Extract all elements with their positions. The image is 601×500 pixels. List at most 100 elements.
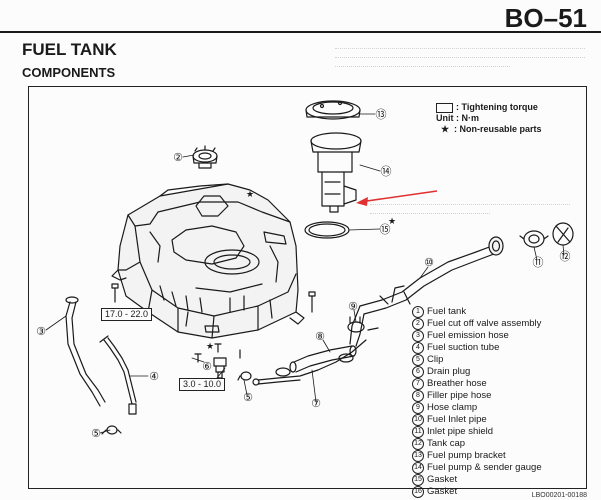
bleed-through-text (335, 44, 585, 84)
red-arrow-annotation (356, 190, 438, 206)
callout-8: ⑧ (315, 331, 325, 343)
torque-box-symbol (436, 102, 453, 113)
star-mark-2: ★ (246, 189, 254, 199)
callout-5a: ⑤ (91, 428, 101, 440)
part-number: 16 (412, 486, 424, 498)
star-mark-1: ★ (206, 341, 214, 351)
part-label: Fuel suction tube (427, 342, 500, 354)
inlet-shield-drawing (519, 230, 549, 248)
legend-star-label: : Non-reusable parts (454, 124, 542, 134)
document-code: LBO00201-00188 (531, 492, 587, 499)
part-label: Breather hose (427, 378, 487, 390)
callout-2: ② (173, 152, 183, 164)
fuel-tank-drawing (111, 183, 305, 339)
drain-plug-drawing (213, 357, 227, 379)
legend-unit-value: : N·m (456, 113, 479, 123)
callout-13: ⑬ (376, 108, 387, 121)
suction-tube-drawing (99, 335, 137, 415)
emission-hose-drawing (65, 296, 106, 407)
diagram-frame (28, 86, 587, 489)
cut-off-valve-drawing (192, 145, 218, 169)
callout-5b: ⑤ (243, 392, 253, 404)
legend-unit-key: Unit (436, 113, 454, 123)
legend-unit-row: Unit : N·m (436, 113, 542, 124)
inlet-pipe-drawing (349, 236, 504, 347)
callout-6: ⑥ (202, 361, 212, 373)
bleed-through-text-2 (370, 200, 570, 220)
section-title: FUEL TANK (22, 40, 117, 59)
part-number: 11 (412, 426, 424, 438)
part-number: 7 (412, 378, 424, 390)
part-number: 12 (412, 438, 424, 450)
part-number: 5 (412, 354, 424, 366)
header-rule (0, 31, 601, 33)
callout-4: ④ (149, 371, 159, 383)
legend-torque-row: : Tightening torque (436, 102, 542, 113)
callout-14: ⑭ (381, 165, 392, 178)
star-icon: ★ (440, 124, 450, 134)
callout-11: ⑪ (533, 256, 544, 269)
clip-drawing (101, 371, 252, 435)
page-number: BO–51 (504, 3, 587, 33)
part-label: Inlet pipe shield (427, 426, 494, 438)
callout-15: ⑮ (380, 223, 391, 236)
part-number: 15 (412, 474, 424, 486)
part-label: Fuel cut off valve assembly (427, 318, 542, 330)
part-label: Fuel Inlet pipe (427, 414, 487, 426)
callout-3: ③ (36, 326, 46, 338)
part-label: Hose clamp (427, 402, 478, 414)
part-label: Fuel tank (427, 306, 467, 318)
bolt-drawings (111, 283, 316, 363)
part-label: Fuel emission hose (427, 330, 509, 342)
part-label: Fuel pump bracket (427, 450, 506, 462)
leader-lines (45, 113, 565, 434)
part-number: 13 (412, 450, 424, 462)
callout-7: ⑦ (311, 398, 321, 410)
callout-12: ⑫ (560, 250, 571, 263)
star-mark-3: ★ (388, 216, 396, 226)
breather-hose-drawing (252, 339, 367, 386)
part-label: Gasket (427, 474, 458, 486)
fuel-pump-drawing (310, 132, 362, 213)
part-number: 4 (412, 342, 424, 354)
part-number: 2 (412, 318, 424, 330)
torque-spec-drain-plug: 3.0 - 10.0 (179, 378, 226, 391)
legend-star-row: ★ : Non-reusable parts (436, 124, 542, 135)
part-number: 8 (412, 390, 424, 402)
pump-bracket-drawing (305, 100, 361, 120)
callout-10: ⑩ (424, 257, 434, 269)
legend-torque-label: : Tightening torque (456, 102, 538, 112)
part-label: Tank cap (427, 438, 466, 450)
torque-spec-tank-bolts: 17.0 - 22.0 (101, 308, 153, 321)
part-number: 3 (412, 330, 424, 342)
part-label: Drain plug (427, 366, 471, 378)
section-subtitle: COMPONENTS (22, 65, 116, 80)
legend: : Tightening torque Unit : N·m ★ : Non-r… (436, 102, 542, 135)
part-label: Fuel pump & sender gauge (427, 462, 542, 474)
part-number: 9 (412, 402, 424, 414)
part-number: 14 (412, 462, 424, 474)
tank-cap-drawing (552, 222, 574, 246)
part-label: Gasket (427, 486, 458, 498)
part-number: 10 (412, 414, 424, 426)
part-number: 1 (412, 306, 424, 318)
callout-9: ⑨ (348, 301, 358, 313)
